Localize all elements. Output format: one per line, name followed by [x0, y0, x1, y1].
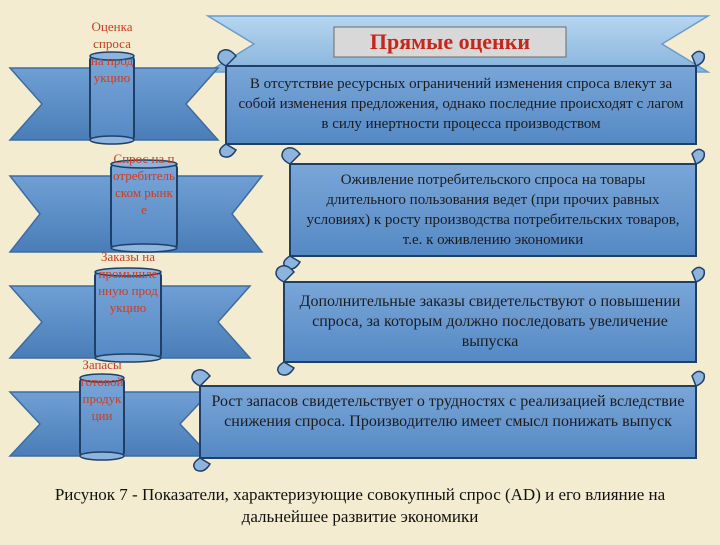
text-scroll-2: [281, 147, 706, 270]
row-4-label: Запасы готовой продукции: [80, 357, 124, 423]
label-scroll-1: [89, 51, 135, 145]
row-3-text: Дополнительные заказы свидетельствуют о …: [299, 293, 681, 350]
label-scroll-2: [110, 159, 178, 253]
row-2-text: Оживление потребительского спроса на тов…: [306, 172, 680, 248]
label-scroll-4: [79, 373, 125, 461]
row-1-text: В отсутствие ресурсных ограничений измен…: [238, 76, 684, 132]
row-4-text: Рост запасов свидетельствует о трудностя…: [211, 393, 685, 430]
text-scroll-1: [217, 49, 706, 158]
row-2-label: Спрос на потребительском рынке: [113, 151, 175, 217]
row-3-label: Заказы на промышленную продукцию: [98, 249, 158, 315]
page-title: Прямые оценки: [369, 29, 531, 54]
title-banner: [205, 15, 711, 73]
figure-caption: Рисунок 7 - Показатели, характеризующие …: [54, 485, 666, 526]
text-scroll-4: [191, 369, 706, 472]
label-scroll-3: [94, 267, 162, 363]
text-scroll-3: [275, 265, 706, 376]
row-1-label: Оценка спроса на продукцию: [90, 19, 134, 85]
